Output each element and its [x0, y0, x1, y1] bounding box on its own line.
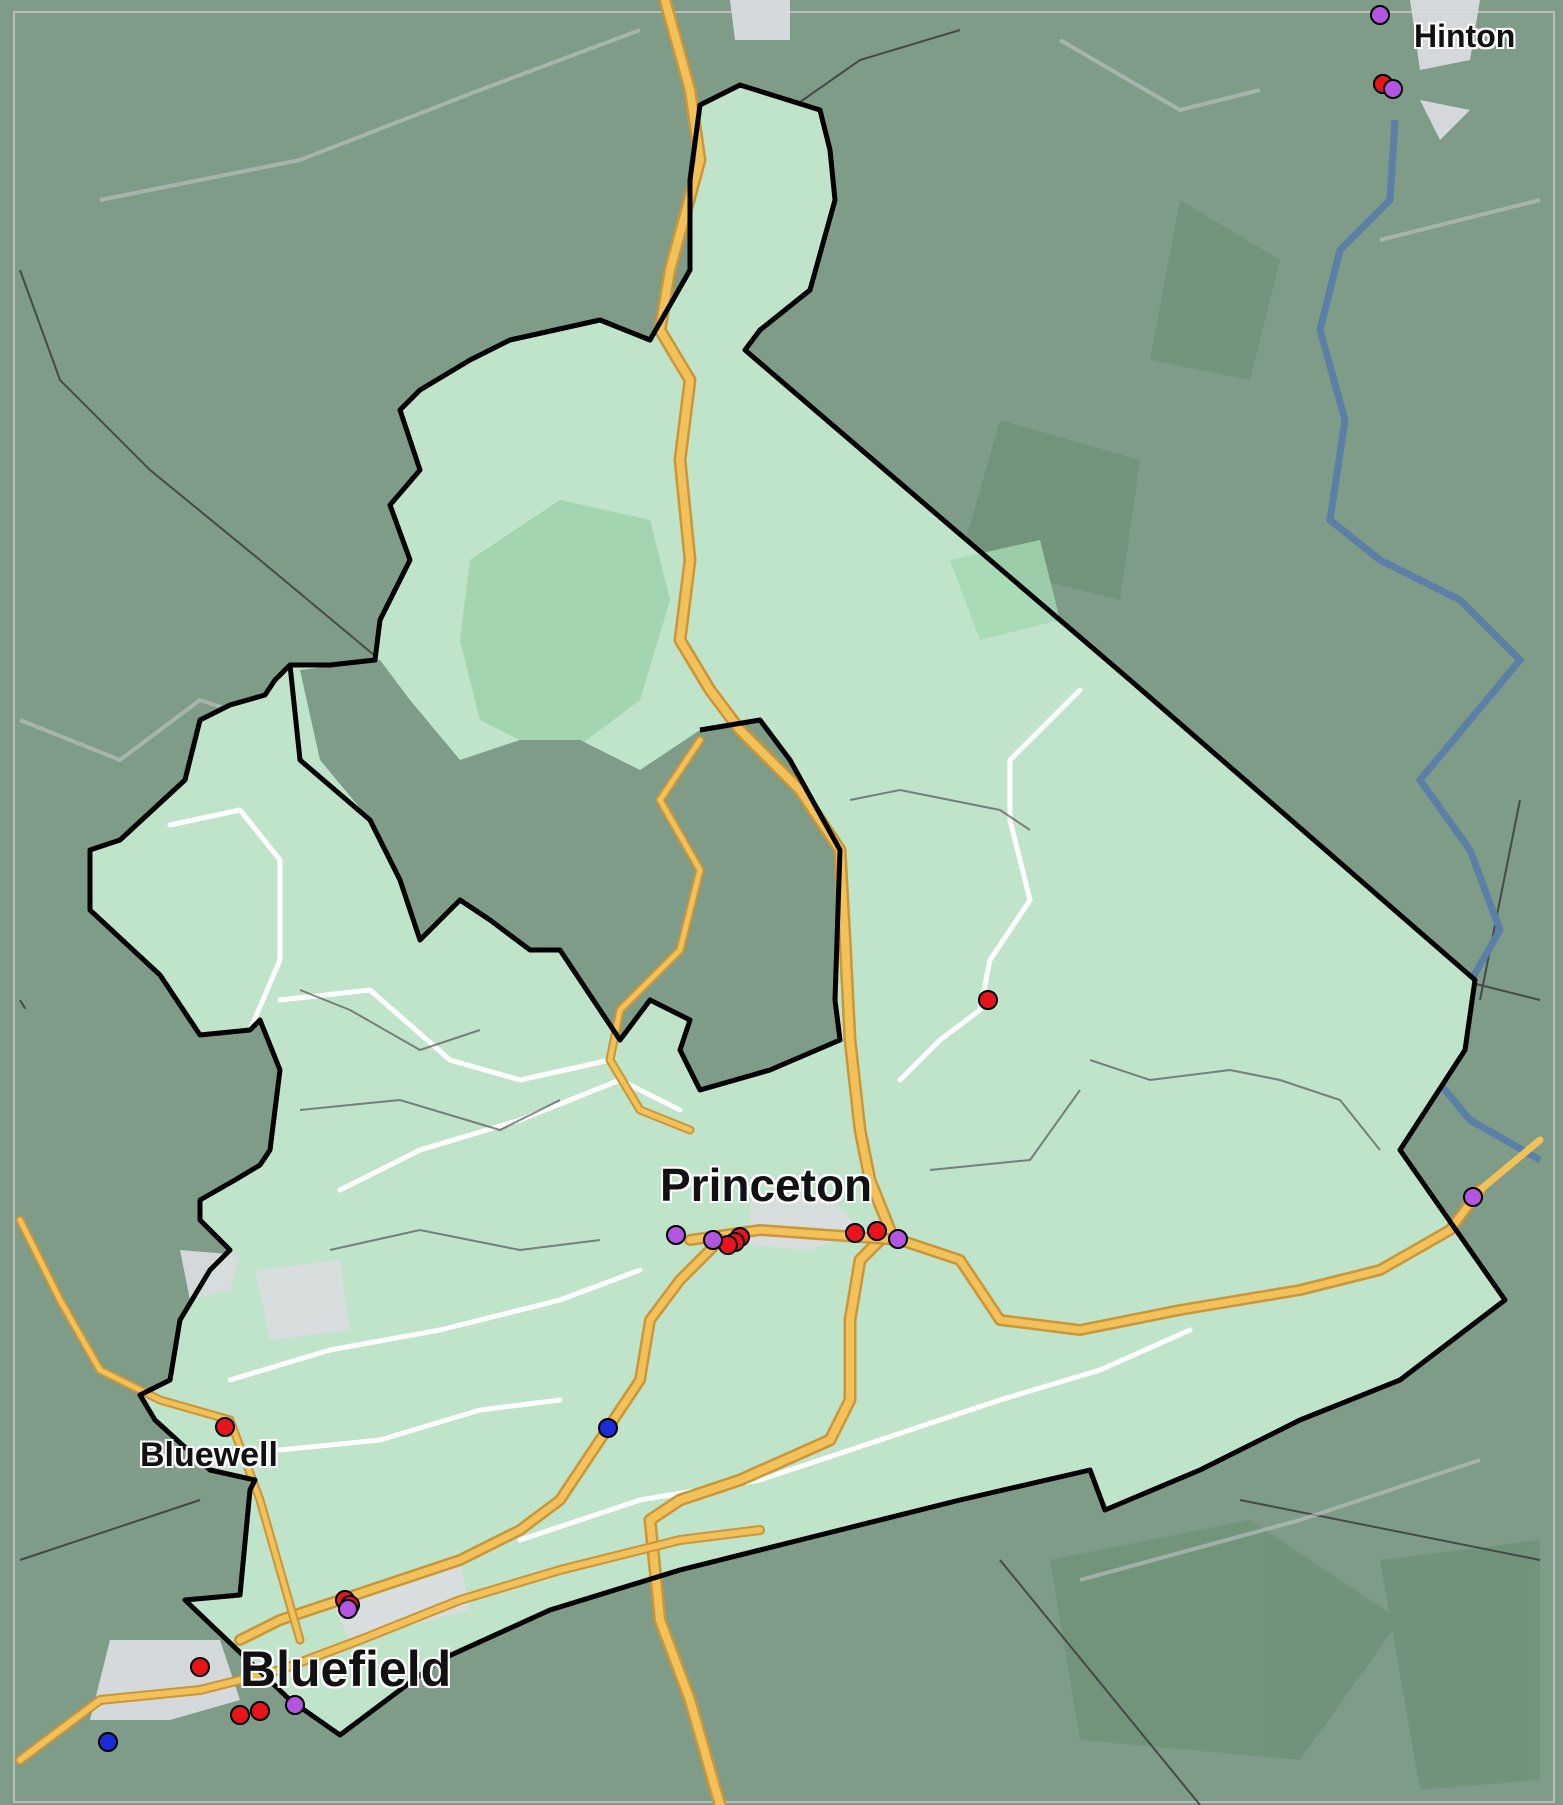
map-marker-blue[interactable] — [98, 1732, 118, 1752]
minor-roads — [299, 788, 1381, 1252]
map-marker-purple[interactable] — [666, 1225, 686, 1245]
map-marker-red[interactable] — [978, 990, 998, 1010]
highways — [15, 0, 1544, 1805]
map-marker-blue[interactable] — [598, 1418, 618, 1438]
excluded-pocket — [300, 660, 840, 1090]
map-marker-purple[interactable] — [285, 1695, 305, 1715]
map-marker-red[interactable] — [867, 1221, 887, 1241]
label-bluefield: Bluefield — [240, 1641, 452, 1697]
map-marker-red[interactable] — [250, 1701, 270, 1721]
map-marker-purple[interactable] — [1383, 79, 1403, 99]
map-marker-purple[interactable] — [703, 1230, 723, 1250]
label-princeton: Princeton — [660, 1159, 873, 1211]
map-marker-red[interactable] — [230, 1705, 250, 1725]
map-marker-red[interactable] — [215, 1417, 235, 1437]
map-marker-purple[interactable] — [888, 1229, 908, 1249]
label-bluewell: Bluewell — [140, 1436, 278, 1474]
marker-layer — [98, 5, 1483, 1752]
pocket-boundary — [287, 664, 843, 1093]
excluded-west — [20, 975, 280, 1440]
map-marker-red[interactable] — [845, 1223, 865, 1243]
map-marker-purple[interactable] — [1370, 5, 1390, 25]
county-boundary — [87, 82, 1508, 1738]
map-marker-purple[interactable] — [1463, 1187, 1483, 1207]
label-hinton: Hinton — [1414, 18, 1516, 54]
map-marker-purple[interactable] — [338, 1599, 358, 1619]
park-area — [460, 500, 670, 760]
park-area-east — [950, 540, 1060, 640]
local-roads — [167, 687, 1193, 1543]
map-marker-red[interactable] — [190, 1657, 210, 1677]
